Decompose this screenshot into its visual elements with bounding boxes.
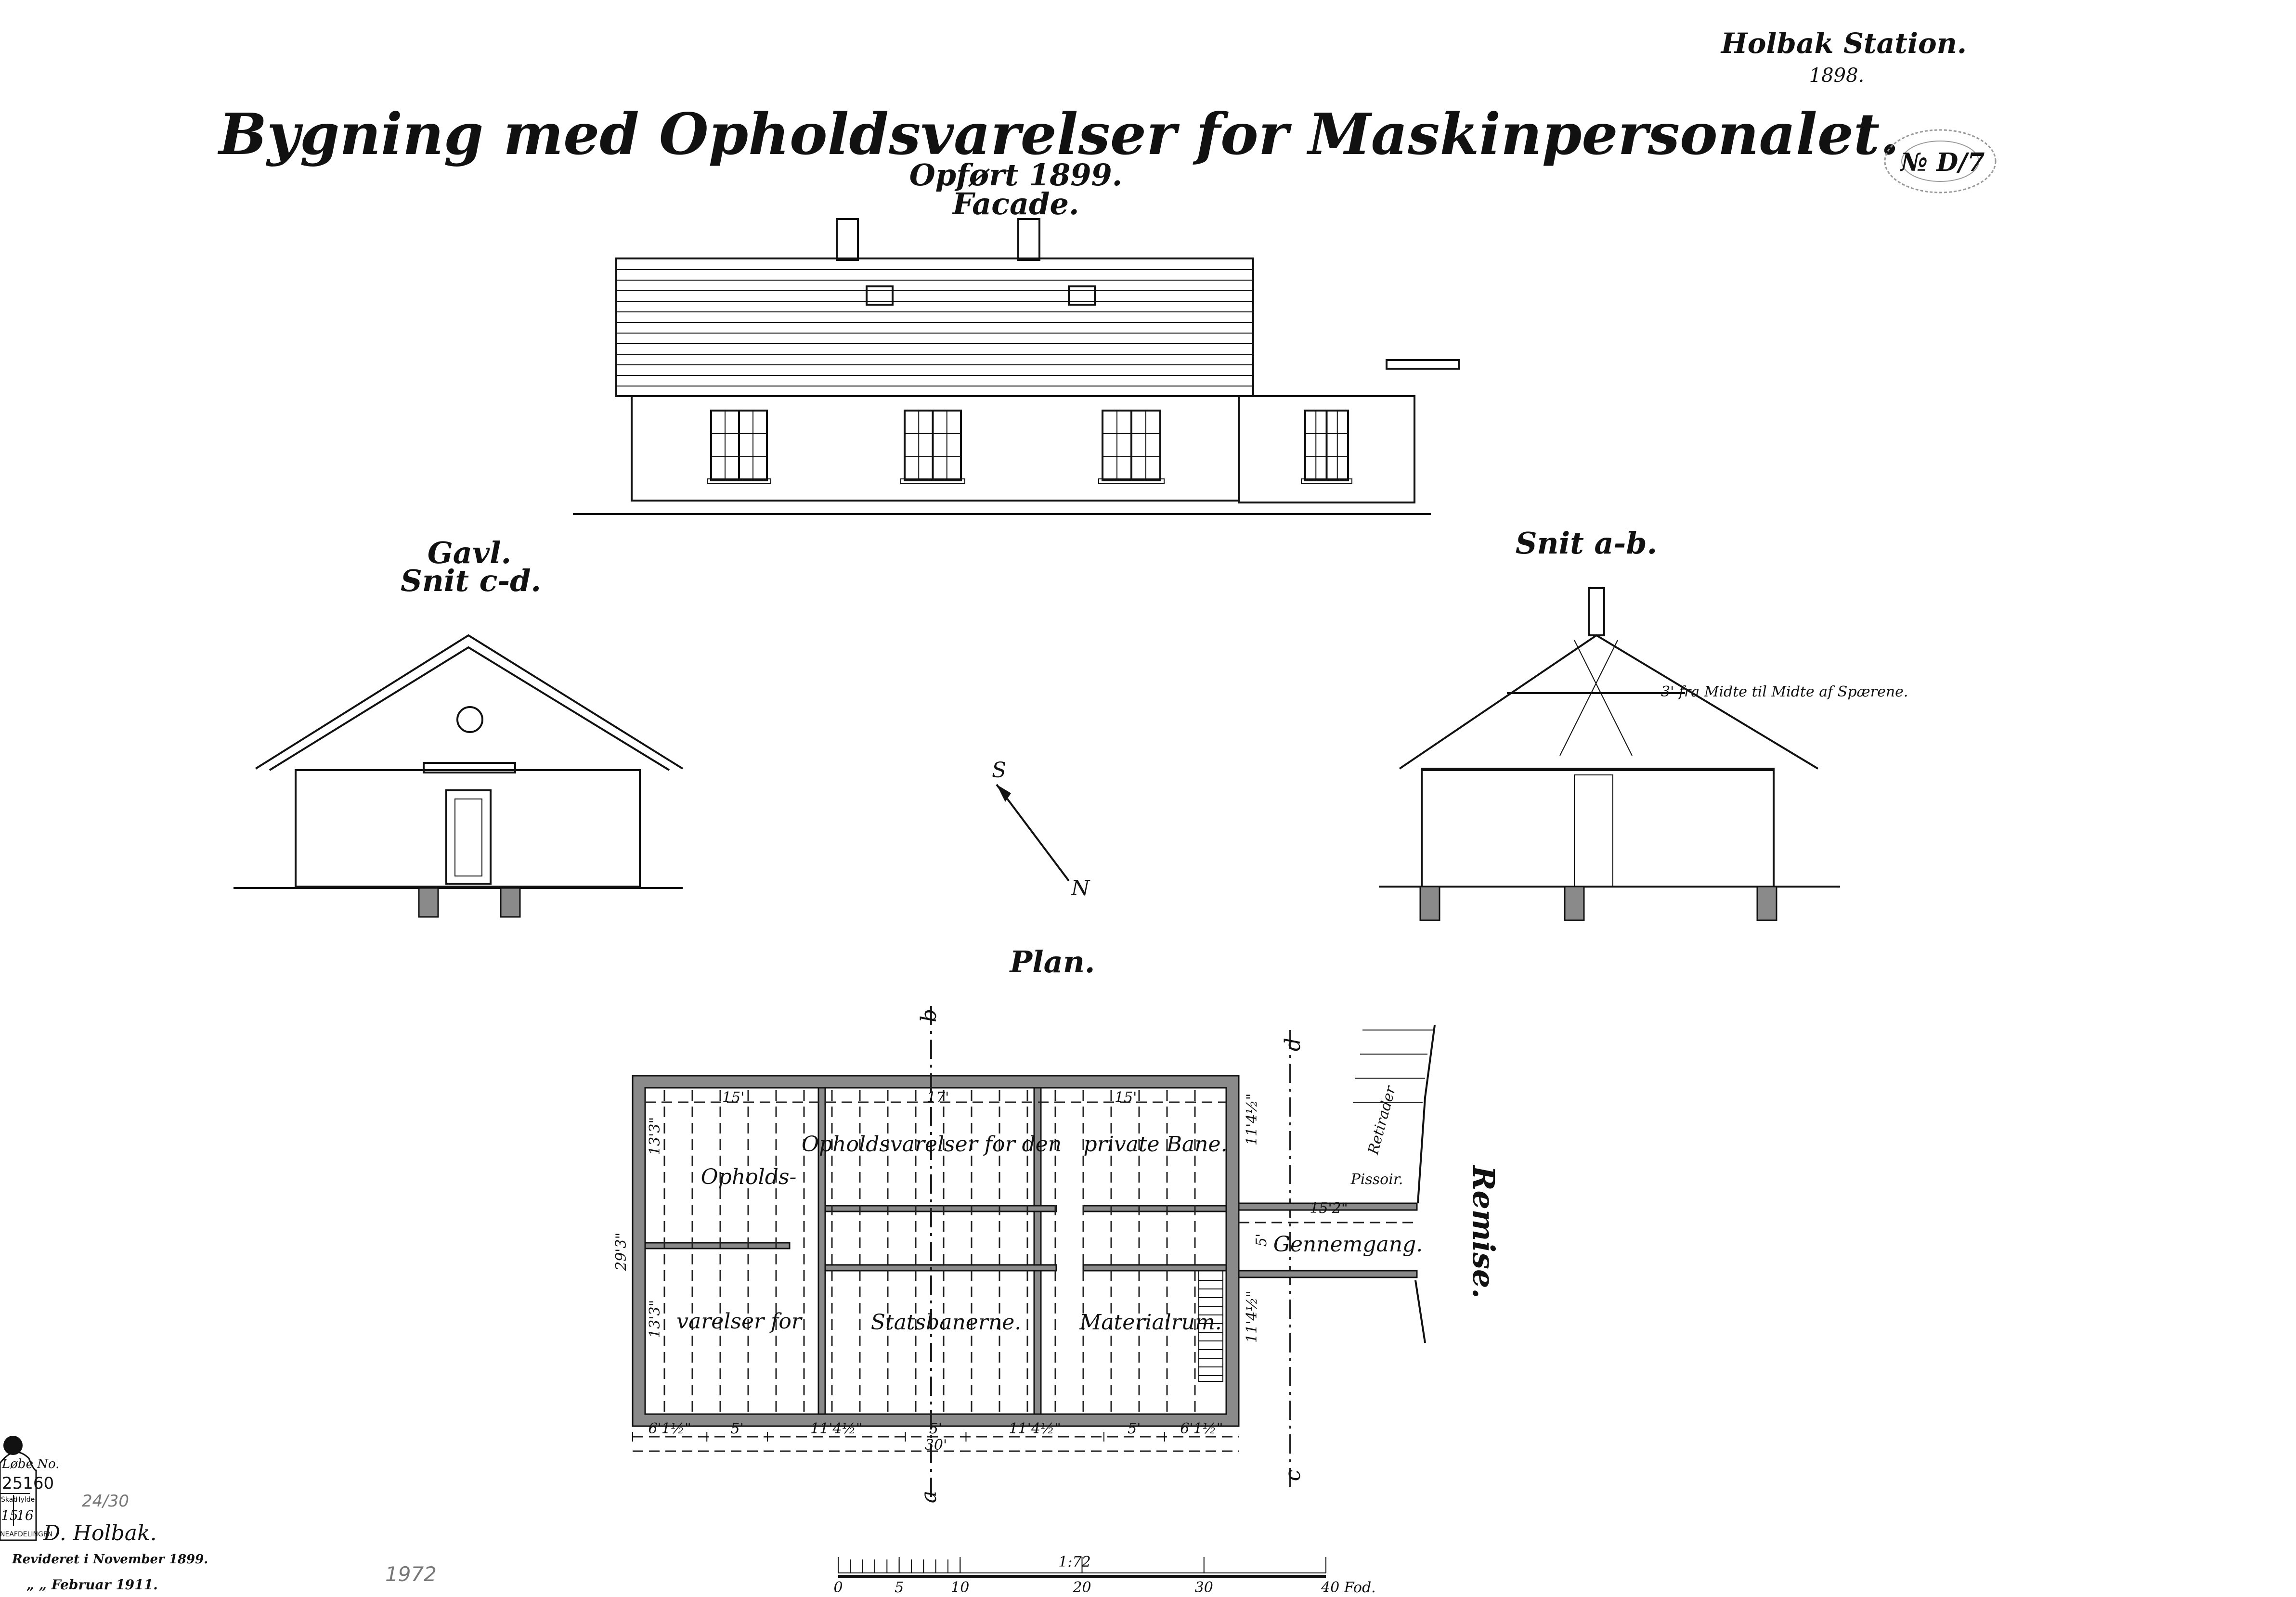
svg-text:5': 5' [1253,1234,1270,1247]
svg-text:a: a [917,1491,941,1503]
width-dimension: 5' [731,1420,744,1437]
width-dimension: 11'4½" [810,1420,862,1437]
pencil-ref: 24/30 [82,1492,129,1511]
gable-elevation [233,634,684,918]
svg-text:Gennemgang.: Gennemgang. [1273,1232,1423,1257]
station-year: 1898. [1809,64,1865,87]
archive-label: Løbe No. 25160 Skab Hylde 15 16 NEAFDELI… [0,1436,59,1541]
svg-text:29'3": 29'3" [613,1233,630,1271]
section-ab-label: Snit a-b. [1516,526,1657,561]
facade-annex [1238,395,1415,503]
facade-window [1301,410,1352,484]
scale-tick-label: 40 Fod. [1321,1579,1376,1596]
svg-text:25160: 25160 [2,1474,54,1493]
section-note: 3' fra Midte til Midte af Spærene. [1661,683,1908,700]
compass-arrow: S N [992,758,1090,901]
floor-plan: b a d c Opholds- varelser for Opholdsvar… [613,1006,1501,1503]
svg-text:17': 17' [927,1089,949,1106]
scale-tick-label: 10 [951,1579,969,1596]
crown-icon [3,1436,23,1455]
svg-text:15': 15' [1115,1089,1137,1106]
svg-text:c: c [1281,1469,1305,1481]
revision-note: Revideret i November 1899. [12,1552,208,1567]
chimney-right [1017,218,1040,261]
annex-roof [1386,359,1460,370]
facade-label: Facade. [951,186,1079,221]
svg-text:13'3": 13'3" [647,1300,663,1338]
svg-text:Retirader: Retirader [1365,1083,1400,1157]
room-label: private Bane. [1084,1132,1228,1157]
drawing-title: Bygning med Opholdsvarelser for Maskinpe… [218,101,1900,167]
room-label: varelser for [676,1309,803,1334]
place-annotation: D. Holbak. [43,1521,157,1545]
svg-text:Remise.: Remise. [1466,1165,1501,1299]
svg-text:16: 16 [16,1507,34,1523]
pencil-year: 1972 [385,1562,437,1586]
svg-text:№ D/7: № D/7 [1900,148,1985,177]
svg-text:13'3": 13'3" [647,1117,663,1155]
gable-label: Gavl. [428,535,511,570]
revision-note: „ „ Februar 1911. [26,1577,158,1593]
svg-text:30': 30' [925,1437,947,1454]
svg-text:11'4½": 11'4½" [1244,1291,1260,1343]
width-dimension: 11'4½" [1009,1420,1061,1437]
svg-text:b: b [917,1009,941,1022]
width-dimension: 5' [1128,1420,1141,1437]
staircase [1198,1270,1223,1382]
svg-text:d: d [1281,1038,1305,1051]
svg-text:NEAFDELINGEN: NEAFDELINGEN [0,1531,52,1538]
gable-section-label: Snit c-d. [401,563,541,598]
facade-window [1098,410,1165,484]
facade-window [900,410,965,484]
station-name: Holbak Station. [1720,27,1967,60]
scale-tick-label: 0 [833,1579,843,1596]
svg-text:Hylde: Hylde [15,1496,35,1504]
svg-text:N: N [1071,876,1090,901]
svg-text:15'2": 15'2" [1310,1200,1348,1217]
width-dimension: 5' [929,1420,942,1437]
svg-text:Løbe No.: Løbe No. [1,1457,59,1471]
facade-window [707,410,771,484]
chimney-left [836,218,859,261]
dormer-window [1068,285,1096,306]
scale-tick-label: 5 [895,1579,904,1596]
facade-wall [631,395,1240,502]
room-label: Statsbanerne. [871,1310,1022,1335]
dormer-window [866,285,894,306]
section-ab: 3' fra Midte til Midte af Spærene. [1379,587,1908,921]
room-label: Materialrum. [1079,1310,1222,1335]
width-dimension: 6'1½" [648,1420,691,1437]
svg-text:15: 15 [1,1507,18,1523]
svg-text:15': 15' [722,1089,744,1106]
scale-bar: 1:72 0 5 10 20 30 40 Fod. [833,1554,1375,1596]
plan-label: Plan. [1009,944,1095,979]
svg-text:Pissoir.: Pissoir. [1350,1171,1403,1188]
room-label: Opholds- [701,1165,797,1189]
svg-text:11'4½": 11'4½" [1244,1094,1260,1146]
svg-text:S: S [992,758,1006,783]
built-year: Opført 1899. [909,157,1122,193]
scale-tick-label: 20 [1072,1579,1091,1596]
width-dimension: 6'1½" [1180,1420,1223,1437]
scale-tick-label: 30 [1195,1579,1213,1596]
room-label: Opholdsvarelser for den [802,1132,1062,1157]
svg-text:1:72: 1:72 [1058,1554,1090,1571]
facade-elevation [573,218,1460,515]
archive-stamp: № D/7 [1884,129,1997,193]
